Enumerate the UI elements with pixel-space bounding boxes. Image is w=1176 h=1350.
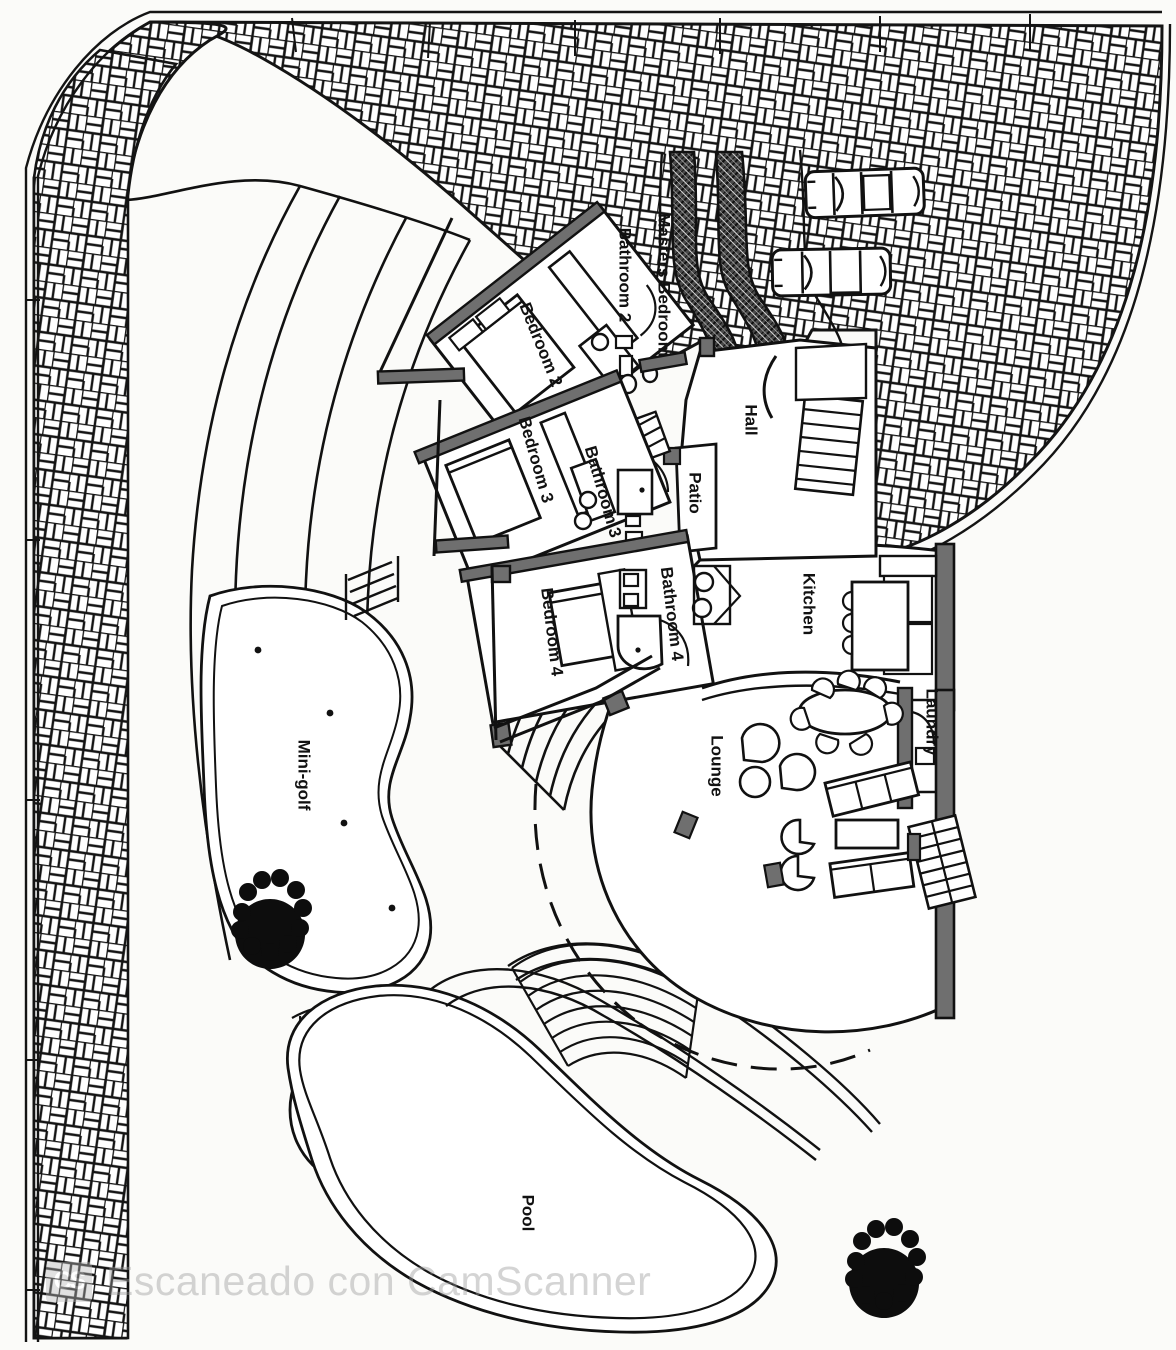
bathroom2-fixtures [577, 323, 659, 395]
dining-chairs [789, 669, 904, 756]
room-label-lounge: Lounge [708, 735, 727, 796]
coffee-table [834, 818, 900, 850]
bath-tub-3 [616, 468, 654, 516]
room-label-laundry: Laundry [923, 688, 942, 756]
armchair-4 [778, 752, 817, 792]
room-label-minigolf: Mini-golf [295, 740, 314, 811]
armchair-1 [780, 818, 816, 856]
room-label-bathroom2: Bathroom 2 [616, 228, 635, 322]
laundry-appliance [914, 746, 936, 766]
kitchen-island [850, 580, 910, 672]
bedroom2-exterior-wall [425, 200, 607, 347]
room-label-patio: Patio [686, 472, 705, 514]
house-structure [376, 200, 978, 1034]
lounge-outer-arc [533, 783, 641, 1026]
kitchen-counter [878, 554, 938, 578]
lounge-furniture [738, 722, 921, 899]
patio-room [674, 442, 718, 554]
kitchen-stools [841, 590, 854, 656]
bath-tub-4 [616, 614, 664, 671]
room-label-masters_bedroom: Masters Bedroom [655, 213, 674, 357]
round-table [738, 765, 772, 799]
armchair-3 [740, 722, 781, 764]
car-upper [803, 166, 926, 220]
stairs-lounge [906, 813, 978, 911]
lounge-outer-arc-2 [639, 1022, 871, 1071]
room-label-hall: Hall [742, 404, 761, 435]
stairs-hall [793, 342, 868, 497]
bathroom3-fixtures [569, 457, 654, 557]
lounge-post [906, 832, 922, 862]
tree-right [845, 1218, 926, 1318]
armchair-2 [779, 854, 816, 892]
car-lower [770, 246, 893, 298]
mini-golf-area [199, 556, 433, 994]
room-label-kitchen: Kitchen [800, 573, 819, 635]
tree-left [231, 869, 312, 969]
pool-area [285, 942, 881, 1334]
sofa-upper [823, 760, 921, 818]
room-label-pool: Pool [519, 1195, 538, 1232]
